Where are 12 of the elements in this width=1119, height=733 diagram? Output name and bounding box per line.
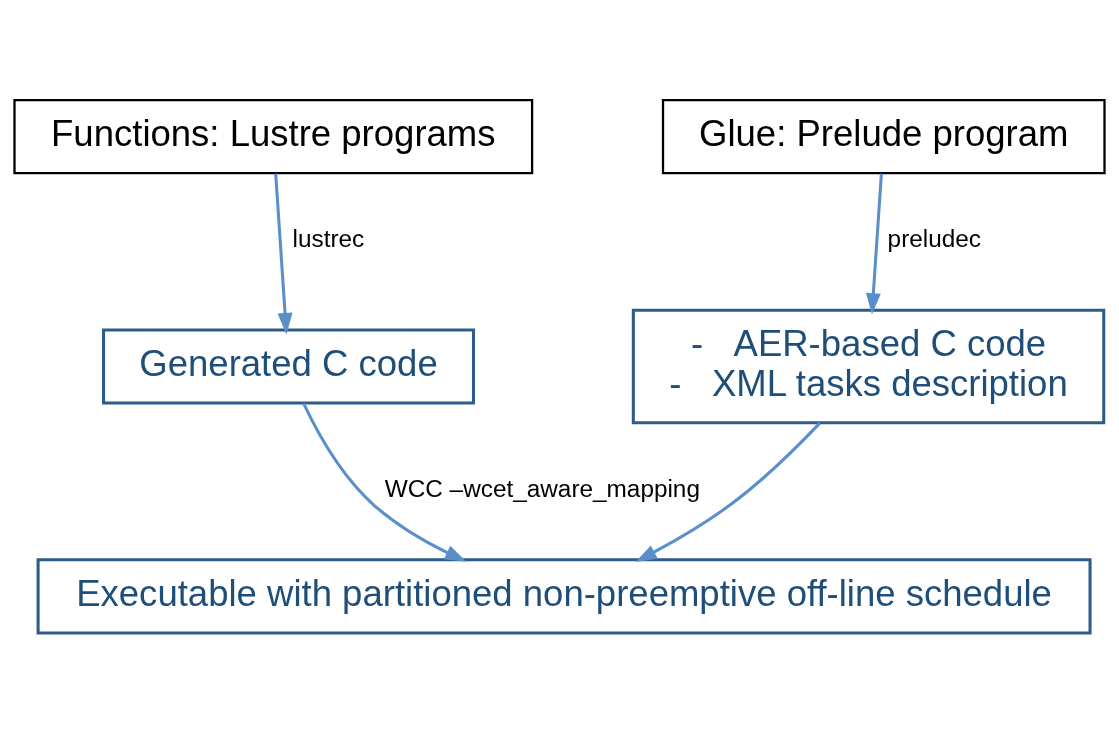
edge-label: preludec [887,225,982,253]
arrow [302,402,467,562]
arrow [635,422,821,562]
node-box: Executable with partitioned non-preemptive off-line schedule [36,558,1092,635]
node-box: Generated C code [102,328,475,405]
edge-label: WCC –wcet_aware_mapping [384,475,700,503]
edge-label: lustrec [292,225,365,253]
node-box: - AER-based C code - XML tasks description [631,308,1106,425]
node-box: Functions: Lustre programs [13,98,534,175]
node-box: Glue: Prelude program [661,98,1106,175]
arrow [865,173,883,315]
arrow [274,173,293,335]
